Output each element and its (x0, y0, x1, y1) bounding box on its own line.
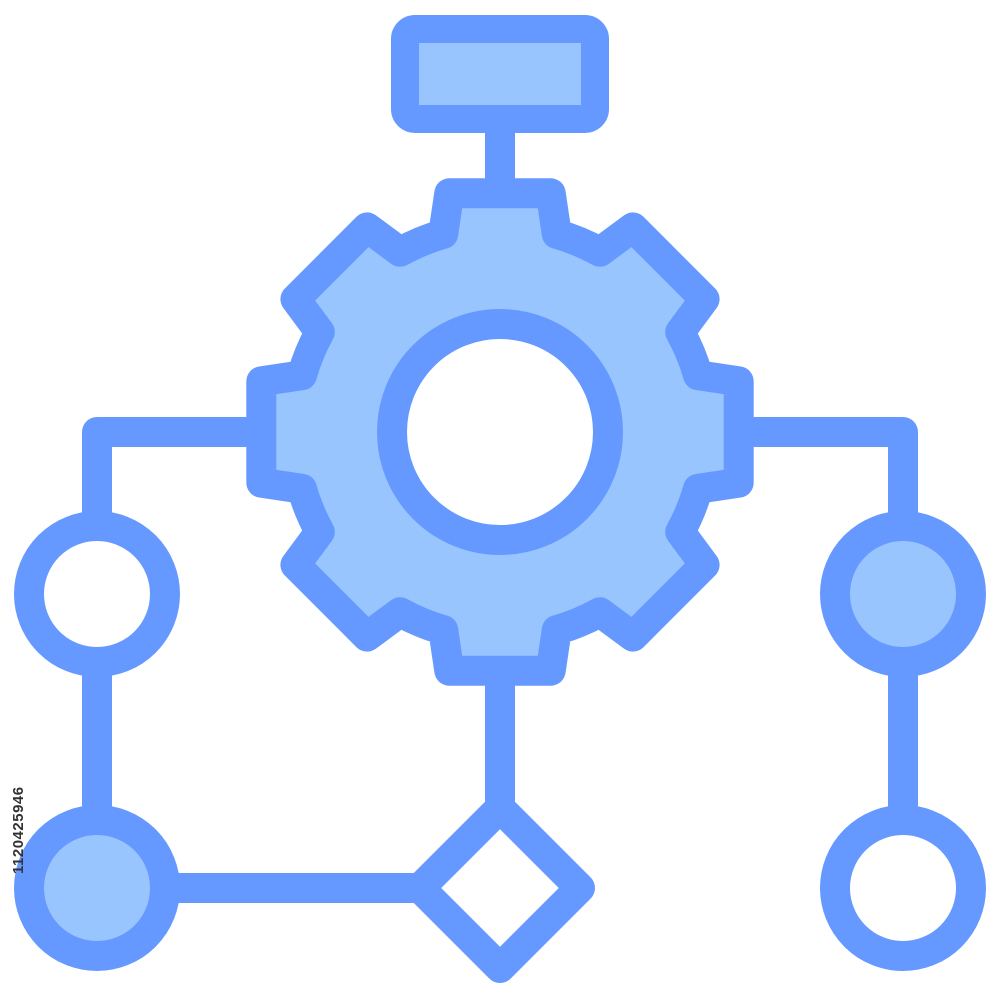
top-rectangle-node (391, 15, 609, 133)
gear-center-hole (377, 309, 623, 555)
stock-id-label: 1120425946 (10, 786, 27, 874)
right-lower-circle-node (820, 805, 986, 971)
decision-diamond-node (405, 793, 595, 983)
right-upper-circle-node (820, 511, 986, 677)
left-upper-circle-node (14, 511, 180, 677)
left-lower-circle-node (14, 805, 180, 971)
connector-right (730, 417, 918, 535)
connector-left (82, 417, 275, 535)
